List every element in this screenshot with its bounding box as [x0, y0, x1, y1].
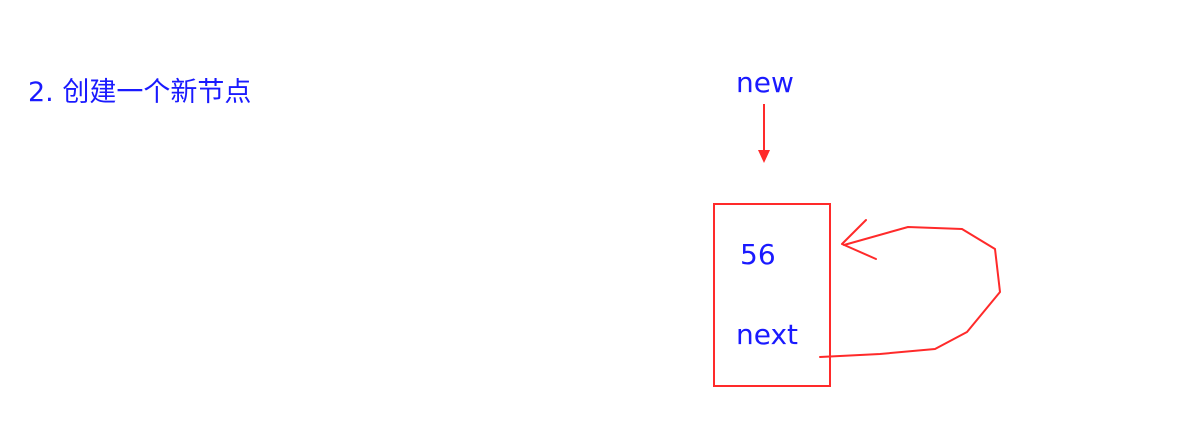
node-next-field: next	[736, 318, 799, 351]
self-loop-arrow	[819, 226, 1001, 358]
self-loop-arrowhead	[841, 219, 877, 260]
new-pointer-label: new	[736, 66, 794, 99]
step-heading: 2. 创建一个新节点	[28, 77, 252, 108]
node-data-value: 56	[740, 238, 776, 271]
new-node-box	[713, 203, 831, 387]
new-pointer-arrowhead	[758, 150, 770, 163]
